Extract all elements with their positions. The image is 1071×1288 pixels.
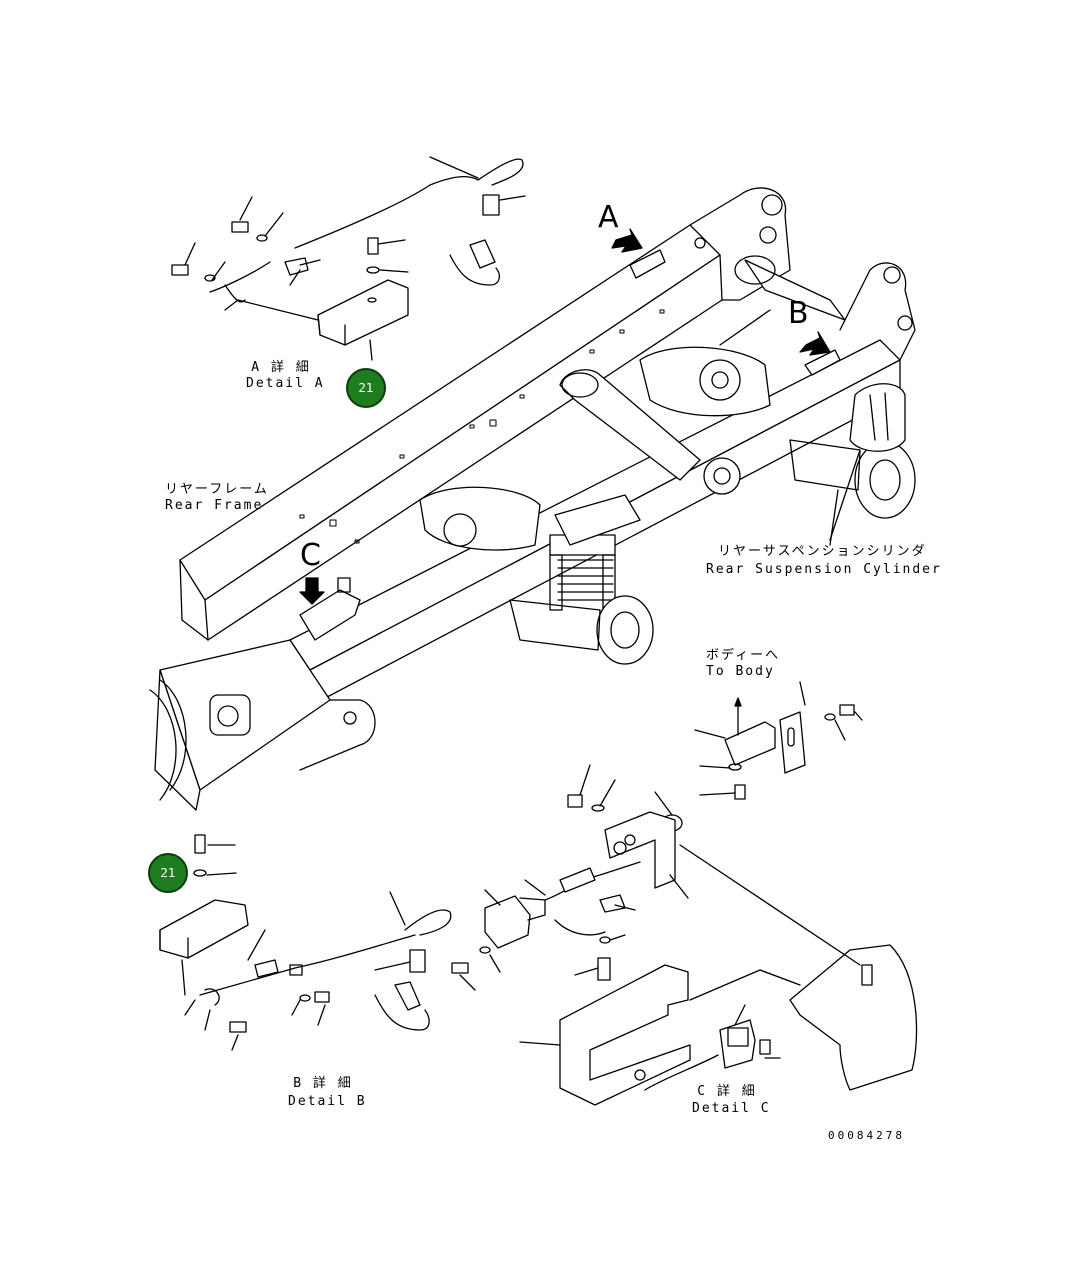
drawing-number: 00084278 <box>828 1129 905 1142</box>
detail-b-drawing <box>159 834 452 1051</box>
to-body-en: To Body <box>706 664 775 679</box>
detail-c-jp: C 詳 細 <box>697 1084 757 1099</box>
detail-b-en: Detail B <box>288 1094 367 1109</box>
arrow-label-a: A <box>598 200 619 235</box>
arrow-label-b: B <box>788 296 809 331</box>
rear-frame-jp: リヤーフレーム <box>165 482 269 497</box>
callout-21-detail-a[interactable]: 21 <box>346 368 386 408</box>
detail-a-drawing <box>171 156 526 361</box>
detail-c-en: Detail C <box>692 1101 771 1116</box>
rear-suspension-jp: リヤーサスペンションシリンダ <box>718 544 927 559</box>
rear-suspension-en: Rear Suspension Cylinder <box>706 562 942 577</box>
rear-frame-drawing <box>149 187 916 811</box>
spring-left <box>549 534 616 611</box>
detail-a-en: Detail A <box>246 376 325 391</box>
callout-21-detail-b[interactable]: 21 <box>148 853 188 893</box>
rear-frame-en: Rear Frame <box>165 498 264 513</box>
detail-c-drawing <box>451 681 918 1106</box>
arrow-label-c: C <box>300 538 321 573</box>
to-body-jp: ボディーへ <box>706 648 781 663</box>
detail-a-jp: A 詳 細 <box>251 360 311 375</box>
detail-b-jp: B 詳 細 <box>293 1076 353 1091</box>
arrows <box>299 228 831 605</box>
